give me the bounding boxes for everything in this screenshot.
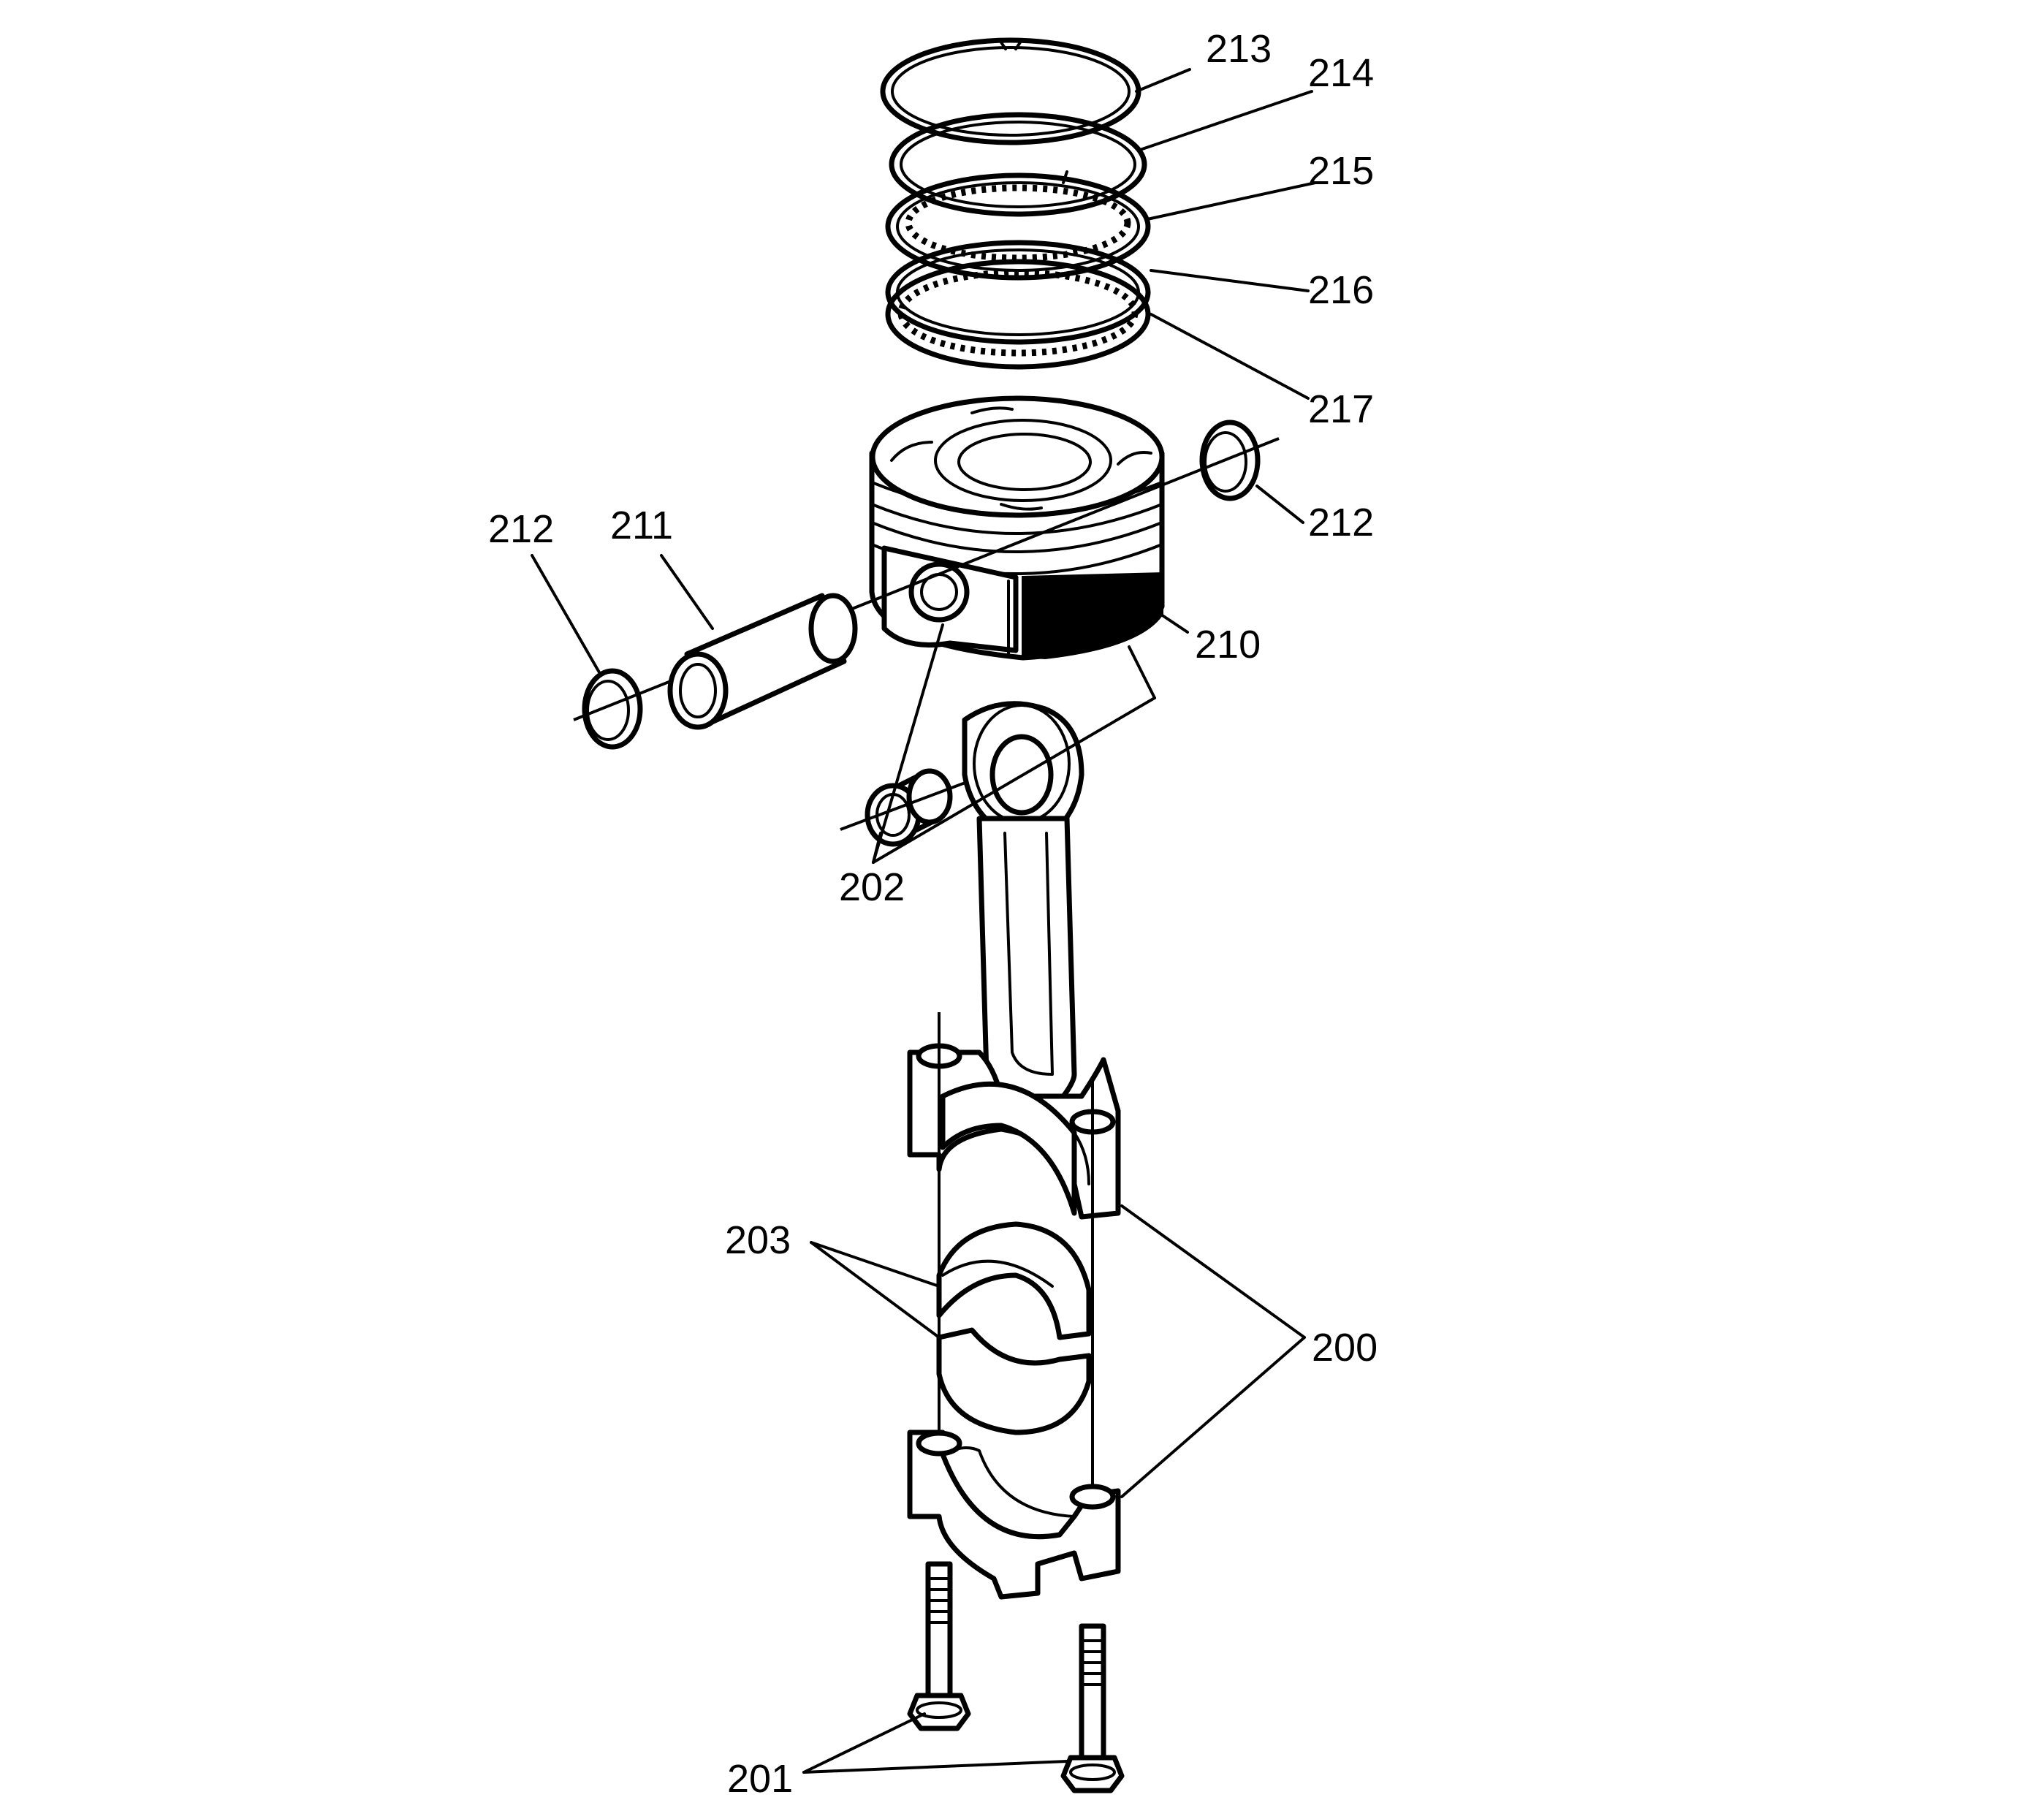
piston-210 [869, 395, 1165, 661]
rod-bolt-201-right [1060, 1623, 1125, 1793]
callout-213: 213 [1206, 27, 1272, 71]
callout-212-left: 212 [488, 507, 554, 551]
callout-201: 201 [727, 1757, 793, 1801]
piston-pin-211 [667, 593, 858, 730]
callout-203: 203 [725, 1218, 791, 1262]
rod-bolt-201-left [907, 1561, 971, 1731]
snap-ring-212-left [582, 668, 643, 750]
ring-217-oil-expander [885, 259, 1151, 370]
callout-200: 200 [1312, 1326, 1378, 1370]
callout-212-right: 212 [1308, 501, 1374, 544]
callout-214: 214 [1308, 51, 1374, 95]
callout-211: 211 [610, 504, 673, 547]
piston-rings [880, 37, 1151, 370]
snap-ring-212-right [1199, 419, 1261, 501]
callout-202: 202 [839, 865, 905, 909]
callout-210: 210 [1195, 623, 1261, 667]
rod-bearings-203 [936, 1221, 1092, 1435]
ring-216-oil-rail [885, 240, 1151, 345]
leader-lines [531, 68, 1317, 1774]
callout-labels: 213 214 215 216 217 212 212 211 210 202 … [488, 27, 1378, 1801]
connecting-rod-cap [907, 1430, 1121, 1600]
callout-215: 215 [1308, 149, 1374, 193]
callout-216: 216 [1308, 268, 1374, 312]
callout-217: 217 [1308, 387, 1374, 431]
